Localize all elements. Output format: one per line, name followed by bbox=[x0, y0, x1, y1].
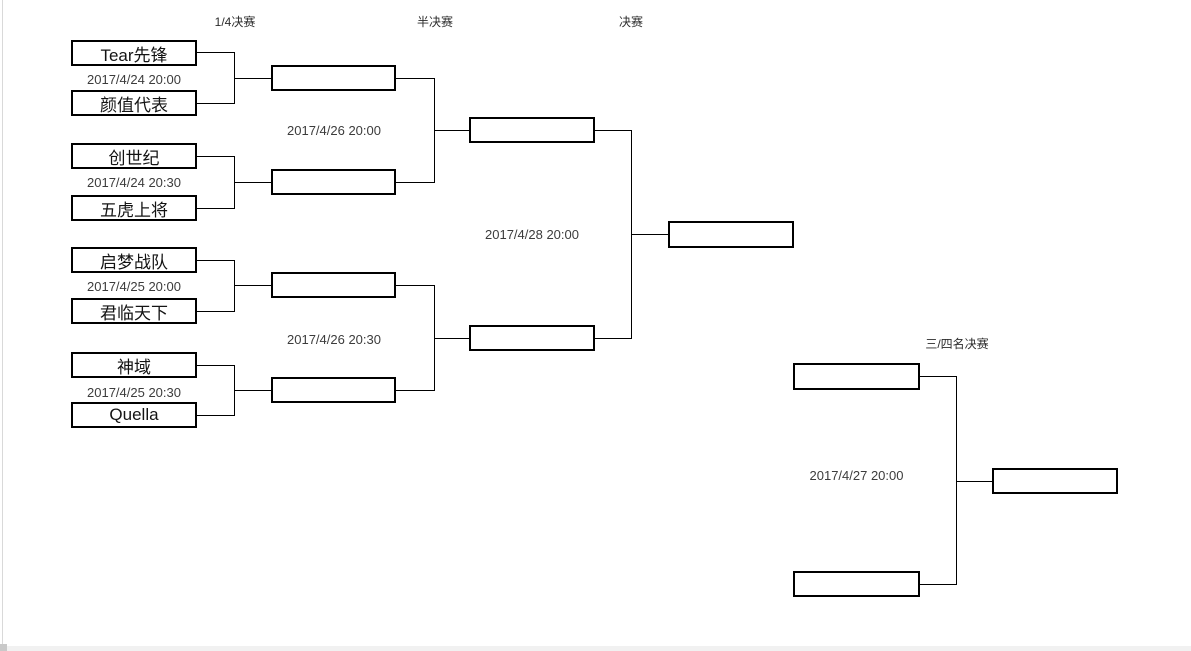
connector-line bbox=[595, 338, 631, 339]
connector-line bbox=[631, 234, 668, 235]
connector-line bbox=[234, 78, 271, 79]
qf4-winner-box bbox=[271, 377, 396, 403]
corner-chip bbox=[0, 644, 7, 651]
connector-line bbox=[197, 156, 234, 157]
team-box-tear: Tear先锋 bbox=[71, 40, 197, 66]
match-time-qf2: 2017/4/24 20:30 bbox=[87, 175, 181, 190]
connector-line bbox=[956, 481, 992, 482]
connector-line bbox=[234, 390, 271, 391]
window-edge-line bbox=[2, 0, 3, 646]
team-box-wuhu: 五虎上将 bbox=[71, 195, 197, 221]
round-label-third-place: 三/四名决赛 bbox=[925, 337, 989, 351]
match-time-sf2: 2017/4/26 20:30 bbox=[287, 332, 381, 347]
connector-line bbox=[234, 260, 235, 312]
connector-line bbox=[197, 52, 234, 53]
connector-line bbox=[920, 376, 956, 377]
round-label-semifinals: 半决赛 bbox=[416, 15, 453, 29]
round-label-finals: 决赛 bbox=[618, 15, 643, 29]
match-time-final: 2017/4/28 20:00 bbox=[485, 227, 579, 242]
third-place-winner-box bbox=[992, 468, 1118, 494]
connector-line bbox=[396, 390, 434, 391]
connector-line bbox=[197, 103, 234, 104]
match-time-sf1: 2017/4/26 20:00 bbox=[287, 123, 381, 138]
connector-line bbox=[956, 376, 957, 585]
connector-line bbox=[197, 311, 234, 312]
match-time-qf3: 2017/4/25 20:00 bbox=[87, 279, 181, 294]
team-box-shenyu: 神域 bbox=[71, 352, 197, 378]
match-time-qf4: 2017/4/25 20:30 bbox=[87, 385, 181, 400]
connector-line bbox=[396, 78, 434, 79]
connector-line bbox=[434, 338, 469, 339]
connector-line bbox=[434, 130, 469, 131]
match-time-third-place: 2017/4/27 20:00 bbox=[809, 468, 904, 483]
team-box-chuangshiji: 创世纪 bbox=[71, 143, 197, 169]
connector-line bbox=[197, 365, 234, 366]
qf2-winner-box bbox=[271, 169, 396, 195]
third-place-box-bottom bbox=[793, 571, 920, 597]
connector-line bbox=[197, 260, 234, 261]
connector-line bbox=[396, 182, 434, 183]
team-box-qimeng: 启梦战队 bbox=[71, 247, 197, 273]
connector-line bbox=[197, 208, 234, 209]
qf1-winner-box bbox=[271, 65, 396, 91]
third-place-box-top bbox=[793, 363, 920, 390]
connector-line bbox=[920, 584, 956, 585]
final-winner-box bbox=[668, 221, 794, 248]
bottom-strip bbox=[0, 646, 1191, 651]
sf1-winner-box bbox=[469, 117, 595, 143]
connector-line bbox=[396, 285, 434, 286]
qf3-winner-box bbox=[271, 272, 396, 298]
team-box-yanzhi: 颜值代表 bbox=[71, 90, 197, 116]
connector-line bbox=[595, 130, 631, 131]
match-time-qf1: 2017/4/24 20:00 bbox=[87, 72, 181, 87]
round-label-quarterfinals: 1/4决赛 bbox=[214, 15, 256, 29]
connector-line bbox=[197, 415, 234, 416]
sf2-winner-box bbox=[469, 325, 595, 351]
team-box-junlin: 君临天下 bbox=[71, 298, 197, 324]
team-box-quella: Quella bbox=[71, 402, 197, 428]
connector-line bbox=[234, 285, 271, 286]
connector-line bbox=[234, 182, 271, 183]
